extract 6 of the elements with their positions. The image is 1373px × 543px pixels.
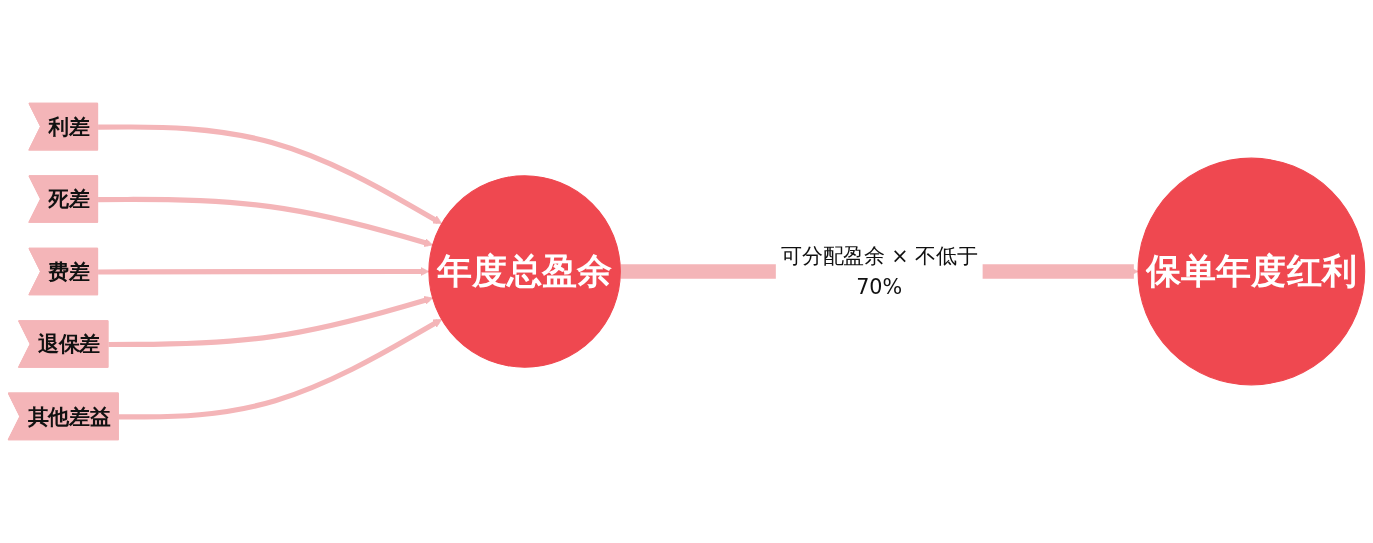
arrow bbox=[98, 266, 430, 277]
edge-label: 可分配盈余 × 不低于70% bbox=[781, 243, 978, 300]
arrow bbox=[98, 196, 433, 248]
arrow bbox=[108, 295, 433, 348]
arrow bbox=[98, 124, 443, 225]
arrow bbox=[118, 318, 443, 420]
